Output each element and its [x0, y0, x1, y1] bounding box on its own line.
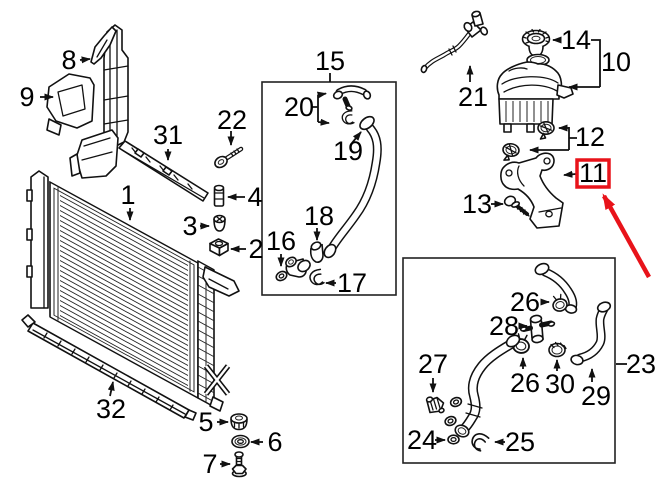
part-9-air-guide [46, 73, 95, 136]
callout-20[interactable]: 20 [284, 92, 314, 122]
callout-28[interactable]: 28 [489, 311, 519, 341]
part-25-clip [468, 430, 490, 453]
callout-6[interactable]: 6 [267, 427, 282, 457]
callout-9[interactable]: 9 [19, 82, 34, 112]
part-1-radiator [26, 170, 240, 412]
callout-32[interactable]: 32 [96, 394, 126, 424]
part-13-bolt [503, 195, 530, 217]
part-2-expanding-nut [209, 238, 229, 257]
part-3-expanding-nut [213, 214, 226, 232]
part-17-clip [307, 268, 326, 288]
callout-15[interactable]: 15 [315, 46, 345, 76]
part-14-tank-cap [521, 28, 551, 57]
callout-26a[interactable]: 26 [510, 287, 540, 317]
callout-8[interactable]: 8 [61, 45, 76, 75]
hose-ring-a [448, 395, 464, 409]
upper-connecting-hose [534, 262, 578, 314]
callout-11[interactable]: 11 [579, 158, 607, 188]
part-4-pin [213, 184, 225, 207]
callout-17[interactable]: 17 [337, 268, 367, 298]
group-box-23 [402, 257, 616, 464]
callout-10[interactable]: 10 [601, 47, 631, 77]
callout-31[interactable]: 31 [153, 120, 183, 150]
callout-4[interactable]: 4 [247, 182, 262, 212]
part-22-bolt [214, 146, 244, 169]
callout-24[interactable]: 24 [407, 425, 437, 455]
bracket-12 [568, 127, 577, 150]
leader-32 [107, 381, 115, 397]
part-9-air-guide-assembly [46, 24, 129, 179]
part-30-clamp [548, 341, 567, 358]
leader-20a [317, 91, 327, 99]
part-32-lower-strip [21, 314, 197, 421]
part-5-grommet [230, 413, 248, 431]
callout-25[interactable]: 25 [505, 427, 535, 457]
part-19-upper-hose [323, 115, 382, 259]
part-24-seal-ring [447, 434, 460, 445]
leader-19 [351, 131, 362, 144]
part-6-washer [231, 434, 250, 449]
part-18-connector-stub [309, 241, 324, 263]
callout-29[interactable]: 29 [581, 381, 611, 411]
part-16-o-ring [275, 270, 288, 282]
part-11-bracket [500, 152, 564, 229]
callout-30[interactable]: 30 [545, 369, 575, 399]
callout-2[interactable]: 2 [248, 234, 263, 264]
callout-26b[interactable]: 26 [510, 368, 540, 398]
callout-12[interactable]: 12 [575, 122, 605, 152]
group-box-15 [261, 81, 397, 296]
callout-5[interactable]: 5 [198, 407, 213, 437]
bracket-10 [591, 39, 601, 87]
radiator-left-frame [26, 170, 49, 309]
bracket-20 [311, 95, 319, 122]
part-27-bleeder-valve [425, 396, 445, 414]
callout-18[interactable]: 18 [304, 201, 334, 231]
callout-7[interactable]: 7 [202, 449, 217, 479]
highlight-arrow [602, 193, 651, 279]
radiator-side-bracket [202, 266, 240, 297]
callout-1[interactable]: 1 [120, 180, 135, 210]
callout-23[interactable]: 23 [626, 349, 656, 379]
hose-end-connector [285, 256, 311, 278]
callout-16[interactable]: 16 [266, 226, 296, 256]
leader-11 [563, 170, 577, 178]
callout-22[interactable]: 22 [217, 105, 247, 135]
part-7-bolt [231, 451, 247, 478]
part-29-hose [570, 301, 612, 366]
part-20-clip [340, 109, 356, 127]
callouts: 1 2 3 4 5 6 7 8 9 10 12 13 14 15 16 17 [19, 25, 656, 479]
leader-20b [317, 118, 330, 126]
highlight-box [575, 158, 611, 189]
part-10-expansion-tank [496, 53, 574, 133]
part-8-upper-air-guide [90, 26, 117, 65]
leader-8 [79, 56, 91, 64]
callout-3[interactable]: 3 [182, 211, 197, 241]
part-12-screw-b [500, 141, 521, 163]
radiator-lower-bracket [203, 364, 231, 412]
callout-21[interactable]: 21 [458, 82, 488, 112]
callout-27[interactable]: 27 [418, 349, 448, 379]
hose-ring-b [443, 414, 458, 428]
highlight-11: 11 [575, 158, 651, 279]
lower-main-hose [454, 334, 521, 438]
part-12-screw-a [537, 121, 555, 140]
part-31-mounting-strip [118, 140, 209, 202]
callout-13[interactable]: 13 [462, 189, 492, 219]
part-21-vent-hose [420, 10, 489, 74]
part-20-connector [332, 85, 372, 111]
callout-19[interactable]: 19 [333, 136, 363, 166]
callout-14[interactable]: 14 [561, 25, 591, 55]
